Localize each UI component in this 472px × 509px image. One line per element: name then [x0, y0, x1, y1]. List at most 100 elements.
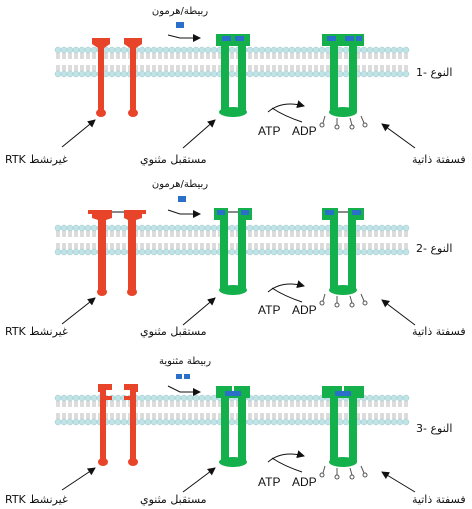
- phospholipid-head: [84, 46, 92, 54]
- phospholipid-head: [150, 224, 158, 232]
- phospholipid-head: [228, 418, 236, 426]
- inactive-rtk: [88, 210, 146, 296]
- phospholipid-head: [276, 224, 284, 232]
- phospholipid-head: [294, 46, 302, 54]
- phospholipid-head: [114, 248, 122, 256]
- inactive-rtk-label: RTK غيرنشط: [5, 493, 68, 506]
- dimer-receptor-label: مستقبل مثنوي: [140, 153, 207, 166]
- phospholipid-head: [180, 248, 188, 256]
- phospholipid-head: [378, 46, 386, 54]
- inactive-rtk: [98, 384, 138, 466]
- phospholipid-head: [150, 394, 158, 402]
- dimer-receptor: [216, 34, 250, 117]
- phospholipid-head: [390, 418, 398, 426]
- phospholipid-head: [288, 248, 296, 256]
- phospholipid-head: [144, 248, 152, 256]
- phospholipid-head: [60, 224, 68, 232]
- phospholipid-head: [90, 46, 98, 54]
- phospholipid-head: [108, 224, 116, 232]
- phospholipid-head: [192, 70, 200, 78]
- phospholipid-head: [120, 224, 128, 232]
- phospholipid-head: [390, 46, 398, 54]
- phospholipid-head: [312, 224, 320, 232]
- phospholipid-head: [150, 418, 158, 426]
- phospholipid-head: [144, 418, 152, 426]
- phospholipid-head: [66, 248, 74, 256]
- phospholipid-head: [156, 248, 164, 256]
- phospholipid-head: [54, 70, 62, 78]
- phospholipid-head: [54, 418, 62, 426]
- phospholipid-head: [258, 46, 266, 54]
- phospholipid-head: [276, 46, 284, 54]
- phospholipid-head: [114, 70, 122, 78]
- dimer-receptor: [214, 208, 252, 295]
- phospholipid-head: [288, 70, 296, 78]
- phospholipid-head: [168, 70, 176, 78]
- phospholipid-head: [360, 224, 368, 232]
- phospholipid-head: [312, 70, 320, 78]
- panel-type-3: ربيطة مثنوية ATP ADP: [5, 356, 466, 506]
- panel-type-1: ربيطة/هرمون ATP: [5, 6, 466, 166]
- phospholipid-head: [54, 46, 62, 54]
- autophosphorylation-label: فسفتة ذاتية: [412, 493, 466, 506]
- type-label: النوع -1: [416, 66, 452, 79]
- phospholipid-head: [252, 46, 260, 54]
- phospholipid-head: [78, 248, 86, 256]
- phospholipid-head: [312, 394, 320, 402]
- phospholipid-head: [318, 418, 326, 426]
- panel-type-2: ربيطة/هرمون A: [5, 179, 466, 338]
- dimer-receptor: [216, 386, 250, 467]
- phospholipid-head: [378, 70, 386, 78]
- phospholipid-head: [168, 248, 176, 256]
- phospholipid-head: [372, 70, 380, 78]
- phospholipid-head: [402, 224, 410, 232]
- phospholipid-head: [264, 70, 272, 78]
- phospholipid-head: [294, 70, 302, 78]
- phospholipid-head: [342, 46, 350, 54]
- phospholipid-head: [300, 394, 308, 402]
- phospholipid-head: [204, 394, 212, 402]
- phospholipid-head: [144, 224, 152, 232]
- phospholipid-head: [138, 224, 146, 232]
- phosphate-groups: [319, 115, 368, 130]
- autophosphorylated-receptor: [322, 208, 364, 295]
- phosphate-groups: [319, 465, 368, 480]
- phospholipid-head: [390, 394, 398, 402]
- phospholipid-head: [84, 70, 92, 78]
- phospholipid-head: [174, 248, 182, 256]
- phospholipid-head: [306, 224, 314, 232]
- phospholipid-head: [60, 70, 68, 78]
- phospholipid-head: [366, 394, 374, 402]
- phospholipid-head: [78, 224, 86, 232]
- phospholipid-head: [162, 46, 170, 54]
- phospholipid-head: [198, 46, 206, 54]
- type-label: النوع -3: [416, 422, 452, 435]
- phospholipid-head: [294, 224, 302, 232]
- phospholipid-head: [228, 224, 236, 232]
- phospholipid-head: [288, 418, 296, 426]
- phospholipid-head: [60, 46, 68, 54]
- phospholipid-head: [312, 248, 320, 256]
- phospholipid-head: [138, 46, 146, 54]
- ligand: [176, 22, 184, 28]
- phospholipid-head: [198, 224, 206, 232]
- phospholipid-head: [300, 248, 308, 256]
- phospholipid-head: [258, 70, 266, 78]
- phospholipid-head: [342, 418, 350, 426]
- autophosphorylated-receptor: [322, 386, 364, 467]
- phospholipid-head: [174, 224, 182, 232]
- phospholipid-head: [72, 70, 80, 78]
- phospholipid-head: [246, 46, 254, 54]
- phospholipid-head: [270, 418, 278, 426]
- phospholipid-head: [120, 70, 128, 78]
- phospholipid-head: [78, 70, 86, 78]
- phospholipid-head: [282, 248, 290, 256]
- phospholipid-head: [108, 70, 116, 78]
- phospholipid-head: [384, 224, 392, 232]
- phospholipid-head: [402, 70, 410, 78]
- phospholipid-head: [114, 394, 122, 402]
- phospholipid-head: [174, 46, 182, 54]
- phospholipid-head: [204, 70, 212, 78]
- phospholipid-head: [390, 248, 398, 256]
- phospholipid-head: [258, 394, 266, 402]
